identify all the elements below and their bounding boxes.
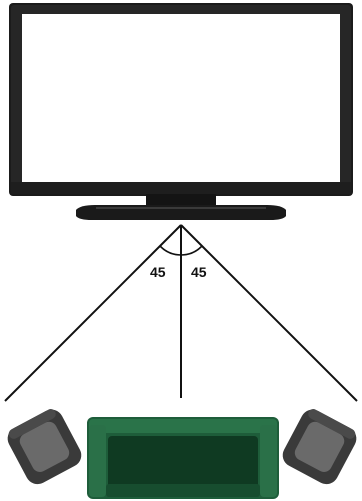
armchair-icon — [3, 405, 85, 488]
tv-icon — [9, 3, 353, 220]
tv-stand-base-shine — [96, 207, 266, 209]
right-sight-line — [181, 225, 357, 401]
sofa-icon — [87, 417, 279, 499]
sofa-front-edge — [106, 484, 260, 497]
sofa-back — [89, 419, 277, 433]
tv-screen — [22, 14, 340, 182]
sofa-arm-left — [89, 425, 106, 497]
viewing-angle-lines — [5, 225, 357, 401]
left-angle-label: 45 — [150, 264, 166, 280]
tv-stand-neck — [146, 194, 216, 206]
right-angle-label: 45 — [191, 264, 207, 280]
tv-bottom-bezel — [11, 182, 351, 194]
armchair-icon — [278, 405, 360, 488]
left-sight-line — [5, 225, 181, 401]
sofa-arm-right — [260, 425, 277, 497]
sofa-seat — [108, 436, 258, 488]
